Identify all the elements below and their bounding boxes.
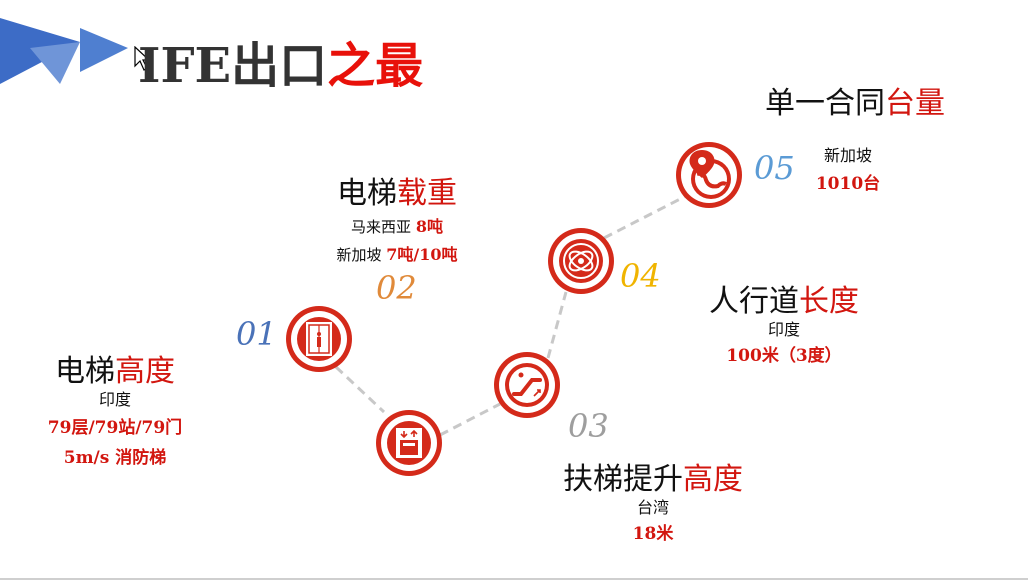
item-01-value-2: 5m/s 消防梯	[63, 448, 167, 468]
item-05-sub: 新加坡	[823, 146, 872, 165]
elevator-load-icon	[376, 410, 442, 476]
item-02-line-1: 马来西亚 8吨	[300, 216, 494, 238]
item-number-01: 01	[236, 315, 277, 353]
item-05-heading: 单一合同台量	[750, 86, 960, 122]
globe-location-icon	[676, 142, 742, 208]
item-02-heading: 电梯载重	[300, 176, 494, 212]
item-02-heading-red: 载重	[397, 176, 457, 211]
item-04-block: 人行道长度 印度 100米（3度）	[694, 284, 874, 368]
item-01-heading-black: 电梯	[55, 354, 115, 389]
item-05-value: 1010台	[815, 174, 881, 194]
network-hub-icon	[548, 228, 614, 294]
item-02-line-1-label: 马来西亚	[351, 218, 416, 236]
bottom-divider	[0, 578, 1028, 580]
item-04-heading: 人行道长度	[694, 284, 874, 320]
item-02-heading-black: 电梯	[337, 176, 397, 211]
item-04-heading-black: 人行道	[709, 284, 799, 319]
item-05-heading-text: 单一合同台量	[750, 86, 960, 122]
item-02-block: 电梯载重 马来西亚 8吨 新加坡 7吨/10吨	[300, 176, 494, 266]
page-title-red: 之最	[327, 38, 424, 94]
item-01-block: 电梯高度 印度 79层/79站/79门 5m/s 消防梯	[30, 354, 200, 470]
item-04-value: 100米（3度）	[726, 346, 842, 366]
item-number-04: 04	[620, 257, 661, 295]
item-05-heading-black: 单一合同	[765, 86, 885, 121]
item-03-block: 扶梯提升高度 台湾 18米	[548, 462, 758, 546]
item-number-03: 03	[568, 407, 609, 445]
item-03-heading: 扶梯提升高度	[548, 462, 758, 498]
item-01-heading: 电梯高度	[30, 354, 200, 390]
escalator-icon	[494, 352, 560, 418]
item-01-sub: 印度	[98, 390, 131, 409]
item-01-heading-red: 高度	[115, 354, 175, 389]
item-04-heading-red: 长度	[799, 284, 859, 319]
item-03-heading-black: 扶梯提升	[563, 462, 683, 497]
item-02-line-2-value: 7吨/10吨	[386, 245, 458, 264]
elevator-icon	[286, 306, 352, 372]
item-05-heading-red: 台量	[885, 86, 945, 121]
item-01-value-1: 79层/79站/79门	[47, 418, 183, 438]
item-02-line-1-value: 8吨	[415, 217, 443, 236]
item-03-value: 18米	[632, 524, 674, 544]
item-03-sub: 台湾	[636, 498, 669, 517]
mouse-cursor-icon	[134, 46, 150, 71]
page-title-black: IFE出口	[138, 38, 328, 94]
blue-arrow-decoration	[0, 18, 128, 84]
item-02-line-2-label: 新加坡	[336, 246, 387, 264]
item-number-02: 02	[376, 269, 417, 307]
item-02-line-2: 新加坡 7吨/10吨	[300, 244, 494, 266]
item-05-details: 新加坡 1010台	[798, 146, 898, 196]
item-04-sub: 印度	[767, 320, 800, 339]
page-title: IFE出口之最	[138, 38, 423, 94]
item-03-heading-red: 高度	[683, 462, 743, 497]
item-number-05: 05	[754, 149, 795, 187]
